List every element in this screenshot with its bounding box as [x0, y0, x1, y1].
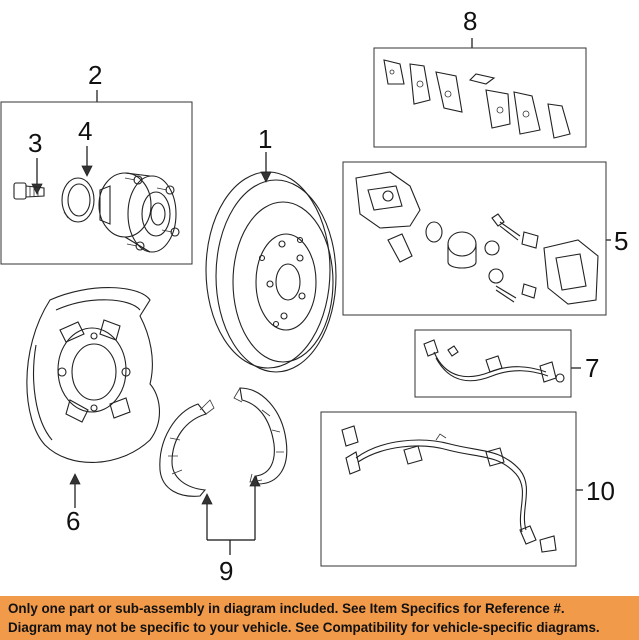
hub-assembly-box — [0, 101, 193, 265]
callout-5[interactable]: 5 — [614, 226, 628, 256]
hub-bolt[interactable] — [13, 182, 45, 200]
caliper-box — [342, 161, 607, 316]
callout-7[interactable]: 7 — [585, 353, 599, 383]
brake-rotor[interactable] — [205, 171, 337, 373]
abs-sensor[interactable] — [423, 339, 565, 383]
callout-4[interactable]: 4 — [78, 116, 92, 146]
disclaimer-banner: Only one part or sub-assembly in diagram… — [0, 596, 639, 640]
parking-brake-shoes[interactable] — [159, 387, 288, 497]
callout-10[interactable]: 10 — [586, 476, 615, 506]
brake-pad-set[interactable] — [383, 59, 571, 139]
abs-sensor-box — [414, 329, 572, 398]
disclaimer-line-1: Only one part or sub-assembly in diagram… — [8, 601, 565, 616]
sensor-wiring-harness[interactable] — [341, 425, 557, 553]
callout-3[interactable]: 3 — [28, 128, 42, 158]
wiring-harness-box — [320, 411, 577, 567]
caliper-assembly[interactable] — [355, 171, 599, 305]
callout-1[interactable]: 1 — [258, 124, 272, 154]
hub-bearing[interactable] — [98, 172, 180, 253]
disclaimer-line-2: Diagram may not be specific to your vehi… — [8, 620, 600, 635]
callout-6[interactable]: 6 — [66, 506, 80, 536]
snap-ring[interactable] — [61, 177, 95, 223]
callout-9[interactable]: 9 — [219, 556, 233, 586]
brake-pads-box — [373, 47, 587, 148]
callout-2[interactable]: 2 — [88, 60, 102, 90]
callout-8[interactable]: 8 — [463, 6, 477, 36]
backing-plate[interactable] — [26, 287, 161, 463]
parts-diagram: 1 2 3 4 5 6 7 8 9 10 — [0, 6, 628, 586]
